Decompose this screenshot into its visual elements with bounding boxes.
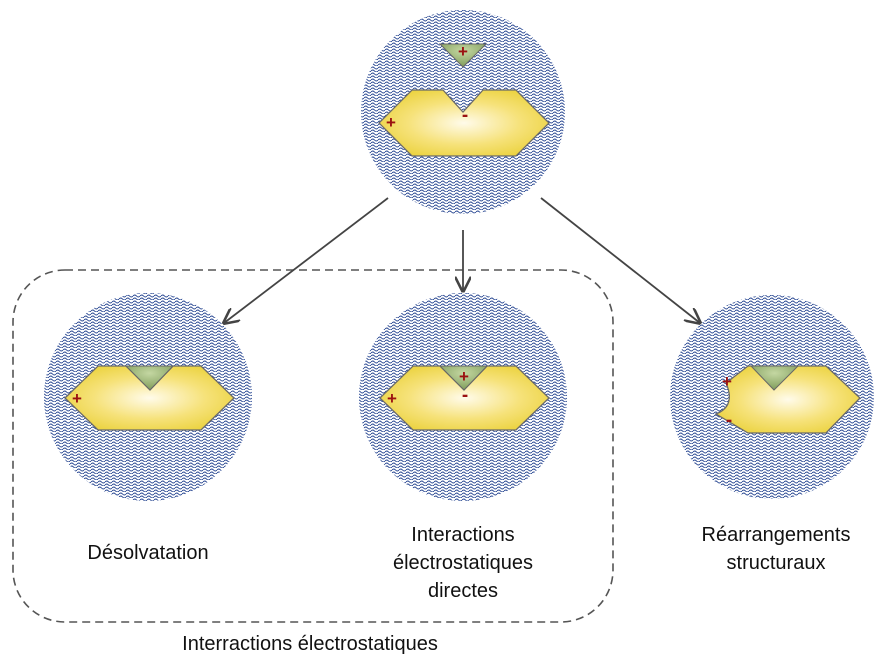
group-box bbox=[12, 269, 614, 623]
node-top: + - + bbox=[361, 10, 565, 214]
charge-plus: + bbox=[72, 389, 82, 408]
label-line: structuraux bbox=[726, 552, 826, 574]
charge-minus: - bbox=[462, 105, 468, 126]
ligand-triangle bbox=[749, 365, 800, 391]
charge-plus: + bbox=[459, 367, 469, 386]
ligand-triangle bbox=[124, 365, 175, 391]
charge-minus: - bbox=[462, 385, 468, 406]
arrow-to-restructuring bbox=[540, 197, 700, 323]
label-restructuring: Réarrangements structuraux bbox=[676, 521, 876, 577]
node-restructuring: + - bbox=[670, 295, 874, 499]
arrow-to-desolvatation bbox=[224, 197, 389, 323]
ligand-triangle bbox=[438, 365, 489, 391]
label-direct-electrostatic: Interactions électrostatiques directes bbox=[363, 521, 563, 605]
node-desolvatation: + bbox=[44, 293, 252, 501]
label-line: Réarrangements bbox=[701, 524, 851, 546]
charge-minus: - bbox=[726, 410, 732, 431]
receptor-hexagon bbox=[378, 89, 550, 157]
receptor-hexagon-deformed bbox=[714, 365, 861, 434]
node-direct: + - + bbox=[359, 293, 567, 501]
group-label-text: Interractions électrostatiques bbox=[182, 633, 438, 655]
label-line: Désolvatation bbox=[87, 542, 209, 564]
label-line: Interactions bbox=[411, 524, 515, 546]
charge-plus: + bbox=[386, 113, 396, 132]
ligand-triangle bbox=[438, 43, 488, 68]
group-label: Interractions électrostatiques bbox=[140, 630, 480, 658]
charge-plus: + bbox=[387, 389, 397, 408]
label-desolvatation: Désolvatation bbox=[48, 539, 248, 567]
charge-plus: + bbox=[458, 42, 468, 61]
charge-plus: + bbox=[722, 372, 732, 391]
label-line: électrostatiques bbox=[392, 552, 534, 574]
label-line: directes bbox=[427, 580, 499, 602]
